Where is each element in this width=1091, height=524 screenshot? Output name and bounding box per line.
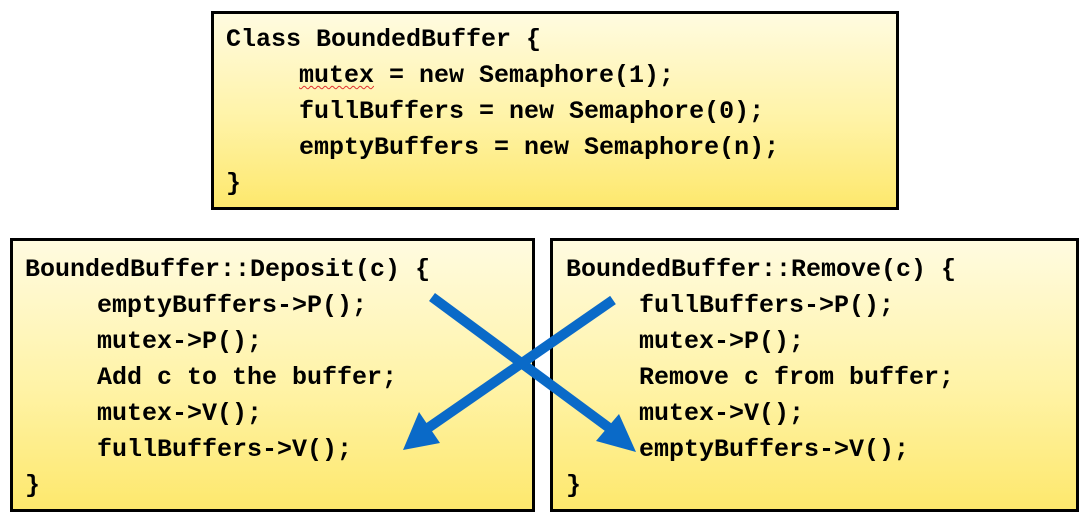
deposit-line: Add c to the buffer; (97, 363, 398, 392)
remove-closing-brace: } (566, 471, 582, 500)
class-boundedbuffer-box: Class BoundedBuffer { mutex = new Semaph… (211, 11, 899, 210)
emptybuffers-declaration: emptyBuffers = new Semaphore(n); (299, 133, 780, 162)
deposit-line: fullBuffers->V(); (97, 435, 353, 464)
deposit-line: emptyBuffers->P(); (97, 291, 368, 320)
remove-header: BoundedBuffer::Remove(c) { (566, 255, 957, 284)
mutex-declaration: mutex = new Semaphore(1); (299, 61, 674, 91)
deposit-line: mutex->P(); (97, 327, 263, 356)
remove-line: Remove c from buffer; (639, 363, 955, 392)
remove-method-box: BoundedBuffer::Remove(c) { fullBuffers->… (550, 238, 1079, 512)
deposit-method-box: BoundedBuffer::Deposit(c) { emptyBuffers… (10, 238, 535, 512)
mutex-identifier: mutex (299, 61, 375, 90)
mutex-initializer: = new Semaphore(1); (374, 61, 675, 90)
deposit-header: BoundedBuffer::Deposit(c) { (25, 255, 431, 284)
fullbuffers-declaration: fullBuffers = new Semaphore(0); (299, 97, 765, 126)
remove-line: fullBuffers->P(); (639, 291, 895, 320)
class-closing-brace: } (226, 169, 242, 198)
remove-line: emptyBuffers->V(); (639, 435, 910, 464)
deposit-closing-brace: } (25, 471, 41, 500)
remove-line: mutex->V(); (639, 399, 805, 428)
class-header: Class BoundedBuffer { (226, 25, 542, 54)
deposit-line: mutex->V(); (97, 399, 263, 428)
remove-line: mutex->P(); (639, 327, 805, 356)
